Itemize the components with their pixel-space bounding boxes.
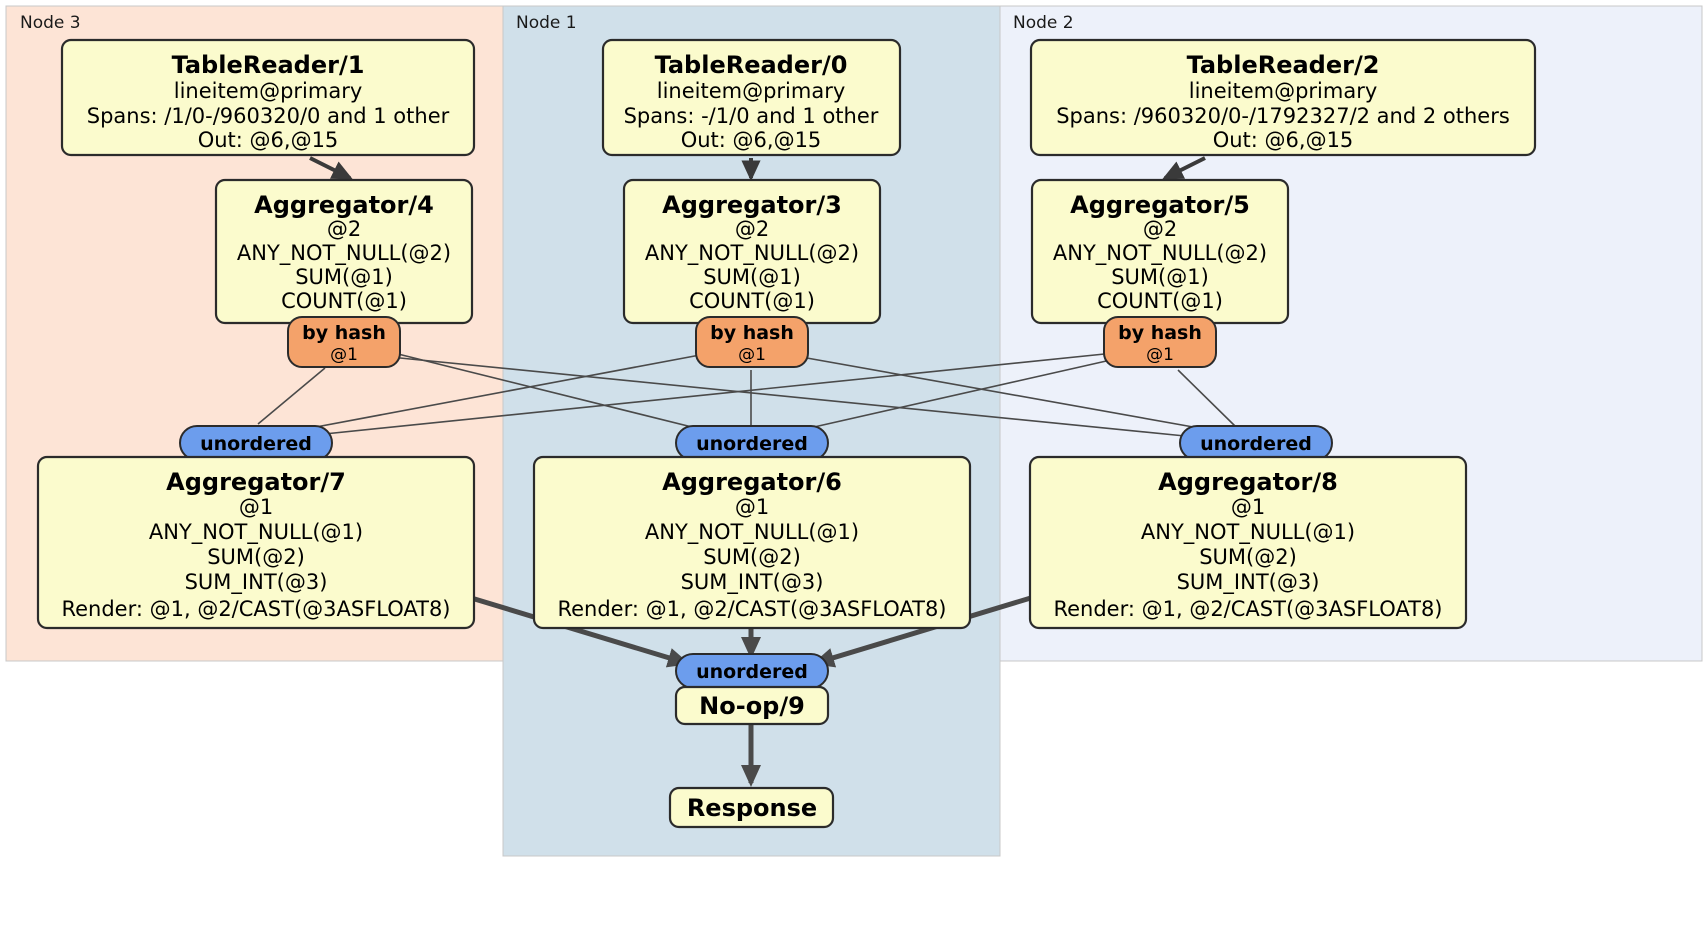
badge-unordered-left[interactable]: unordered	[179, 425, 333, 461]
processor-noop-9[interactable]: No-op/9	[674, 685, 830, 726]
edge-tr2-agg5	[1162, 156, 1206, 180]
aggregator-4-line-3: COUNT(@1)	[281, 289, 407, 313]
panel-node3-label: Node 3	[20, 13, 81, 33]
aggregator-3-title: Aggregator/3	[662, 191, 842, 219]
processor-response[interactable]: Response	[668, 786, 835, 829]
aggregator-7-line-0: @1	[239, 495, 273, 519]
aggregator-5-line-1: ANY_NOT_NULL(@2)	[1053, 241, 1267, 266]
aggregator-8-line-2: SUM(@2)	[1199, 545, 1297, 569]
aggregator-7-line-2: SUM(@2)	[207, 545, 305, 569]
aggregator-4-title: Aggregator/4	[254, 191, 434, 219]
aggregator-6-line-1: ANY_NOT_NULL(@1)	[645, 520, 859, 545]
aggregator-3-line-0: @2	[735, 217, 769, 241]
aggregator-8-line-1: ANY_NOT_NULL(@1)	[1141, 520, 1355, 545]
edge-hashR-unordL	[304, 351, 1125, 437]
badge-by-hash-right-title: by hash	[1118, 322, 1202, 344]
aggregator-4-line-2: SUM(@1)	[295, 265, 393, 289]
aggregator-8-line-4: Render: @1, @2/CAST(@3ASFLOAT8)	[1053, 597, 1442, 621]
badge-by-hash-left[interactable]: by hash @1	[287, 316, 401, 368]
aggregator-5-line-0: @2	[1143, 217, 1177, 241]
edge-hashR-unordR	[1177, 369, 1236, 427]
aggregator-3-line-1: ANY_NOT_NULL(@2)	[645, 241, 859, 266]
panel-node1-label: Node 1	[516, 13, 577, 33]
aggregator-3-line-2: SUM(@1)	[703, 265, 801, 289]
aggregator-3-line-3: COUNT(@1)	[689, 289, 815, 313]
aggregator-6-line-4: Render: @1, @2/CAST(@3ASFLOAT8)	[557, 597, 946, 621]
aggregator-8-line-0: @1	[1231, 495, 1265, 519]
badge-unordered-left-label: unordered	[200, 433, 312, 455]
aggregator-6-title: Aggregator/6	[662, 468, 842, 496]
edge-hashC-unordL	[299, 351, 717, 431]
table-reader-1-title: TableReader/1	[172, 51, 365, 79]
aggregator-7-title: Aggregator/7	[166, 468, 346, 496]
processor-aggregator-4[interactable]: Aggregator/4 @2 ANY_NOT_NULL(@2) SUM(@1)…	[214, 178, 474, 325]
badge-by-hash-center-title: by hash	[710, 322, 794, 344]
badge-by-hash-right[interactable]: by hash @1	[1103, 316, 1217, 368]
processor-aggregator-5[interactable]: Aggregator/5 @2 ANY_NOT_NULL(@2) SUM(@1)…	[1030, 178, 1290, 325]
badge-by-hash-left-sub: @1	[330, 345, 358, 365]
edge-tr1-agg4	[309, 156, 353, 180]
edge-hashL-unordL	[257, 367, 326, 425]
aggregator-8-line-3: SUM_INT(@3)	[1177, 570, 1320, 595]
processor-aggregator-6[interactable]: Aggregator/6 @1 ANY_NOT_NULL(@1) SUM(@2)…	[532, 455, 972, 630]
aggregator-5-line-2: SUM(@1)	[1111, 265, 1209, 289]
processor-aggregator-8[interactable]: Aggregator/8 @1 ANY_NOT_NULL(@1) SUM(@2)…	[1028, 455, 1468, 630]
table-reader-0-line-2: Out: @6,@15	[681, 128, 822, 152]
badge-unordered-center-label: unordered	[696, 433, 808, 455]
badge-unordered-center[interactable]: unordered	[675, 425, 829, 461]
aggregator-7-line-3: SUM_INT(@3)	[185, 570, 328, 595]
badge-by-hash-center[interactable]: by hash @1	[695, 316, 809, 368]
table-reader-1-line-1: Spans: /1/0-/960320/0 and 1 other	[87, 104, 450, 128]
badge-by-hash-center-sub: @1	[738, 345, 766, 365]
badge-by-hash-left-title: by hash	[302, 322, 386, 344]
table-reader-0-line-1: Spans: -/1/0 and 1 other	[624, 104, 879, 128]
aggregator-4-line-0: @2	[327, 217, 361, 241]
table-reader-0-line-0: lineitem@primary	[657, 79, 846, 103]
processor-table-reader-1[interactable]: TableReader/1 lineitem@primary Spans: /1…	[60, 38, 476, 157]
aggregator-7-line-4: Render: @1, @2/CAST(@3ASFLOAT8)	[61, 597, 450, 621]
table-reader-1-line-0: lineitem@primary	[174, 79, 363, 103]
edge-agg8-unordFinal	[812, 594, 1035, 668]
edge-hashL-unordR	[389, 356, 1186, 437]
badge-by-hash-right-sub: @1	[1146, 345, 1174, 365]
aggregator-8-title: Aggregator/8	[1158, 468, 1338, 496]
edge-hashR-unordC	[791, 356, 1125, 433]
table-reader-1-line-2: Out: @6,@15	[198, 128, 339, 152]
edge-hashC-unordR	[789, 354, 1211, 431]
aggregator-6-line-2: SUM(@2)	[703, 545, 801, 569]
noop-9-title: No-op/9	[699, 692, 805, 720]
aggregator-5-title: Aggregator/5	[1070, 191, 1250, 219]
table-reader-2-line-2: Out: @6,@15	[1213, 128, 1354, 152]
edge-hashL-unordC	[389, 351, 713, 433]
table-reader-0-title: TableReader/0	[655, 51, 848, 79]
aggregator-7-line-1: ANY_NOT_NULL(@1)	[149, 520, 363, 545]
table-reader-2-title: TableReader/2	[1187, 51, 1380, 79]
table-reader-2-line-1: Spans: /960320/0-/1792327/2 and 2 others	[1056, 104, 1510, 128]
badge-unordered-final[interactable]: unordered	[675, 653, 829, 689]
processor-aggregator-7[interactable]: Aggregator/7 @1 ANY_NOT_NULL(@1) SUM(@2)…	[36, 455, 476, 630]
panel-node2-label: Node 2	[1013, 13, 1074, 33]
aggregator-5-line-3: COUNT(@1)	[1097, 289, 1223, 313]
processor-aggregator-3[interactable]: Aggregator/3 @2 ANY_NOT_NULL(@2) SUM(@1)…	[622, 178, 882, 325]
badge-unordered-final-label: unordered	[696, 661, 808, 683]
processor-table-reader-0[interactable]: TableReader/0 lineitem@primary Spans: -/…	[601, 38, 902, 157]
aggregator-6-line-3: SUM_INT(@3)	[681, 570, 824, 595]
table-reader-2-line-0: lineitem@primary	[1189, 79, 1378, 103]
badge-unordered-right[interactable]: unordered	[1179, 425, 1333, 461]
badge-unordered-right-label: unordered	[1200, 433, 1312, 455]
processor-table-reader-2[interactable]: TableReader/2 lineitem@primary Spans: /9…	[1029, 38, 1537, 157]
aggregator-6-line-0: @1	[735, 495, 769, 519]
response-title: Response	[687, 794, 817, 822]
aggregator-4-line-1: ANY_NOT_NULL(@2)	[237, 241, 451, 266]
edge-agg7-unordFinal	[467, 594, 690, 668]
